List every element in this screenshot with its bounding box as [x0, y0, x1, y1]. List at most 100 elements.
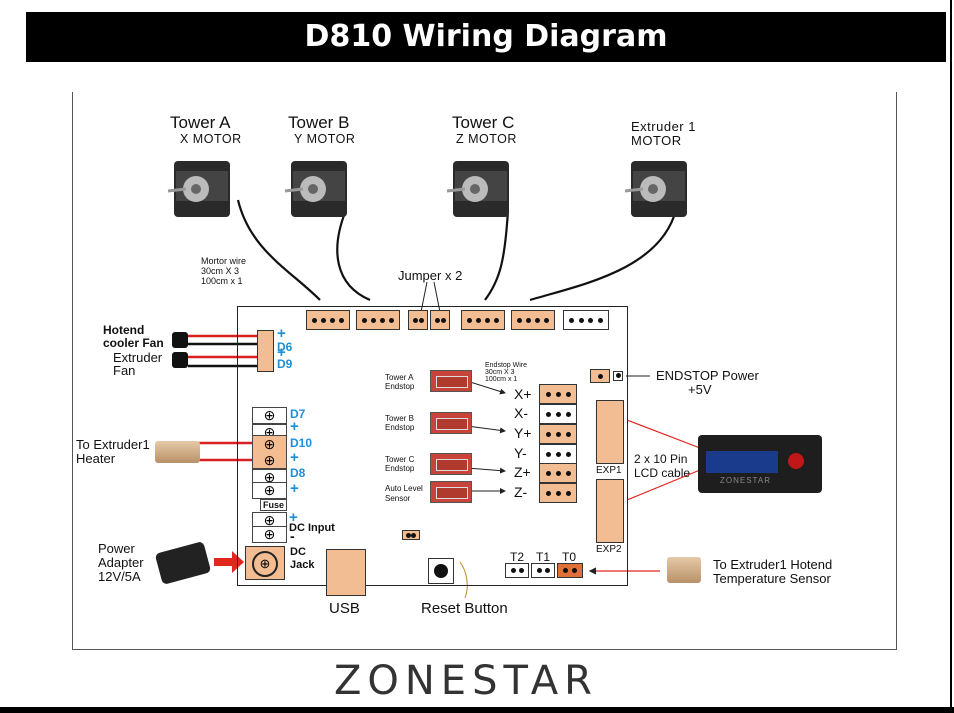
exp2-label: EXP2	[596, 544, 622, 555]
endstop-b-l1: Tower B	[385, 414, 414, 423]
lcd-screen	[706, 451, 778, 473]
fan-connector	[257, 330, 274, 372]
jumper-2	[430, 310, 450, 330]
screw-terminal: ⊕	[252, 407, 287, 424]
endstop-power-jumper	[590, 369, 610, 383]
motor-c-wire	[484, 209, 510, 301]
dc-input-label: DC Input	[289, 522, 335, 534]
exp1-connector	[596, 400, 624, 464]
lcd-brand: ZONESTAR	[720, 476, 771, 485]
motor-b-connector	[356, 310, 400, 330]
autolevel-sensor	[430, 481, 472, 503]
lcd-knob-icon	[788, 453, 804, 469]
motor-wire-l2: 30cm X 3	[201, 266, 240, 276]
controller-board	[237, 306, 628, 586]
lcd-cable-l2: LCD cable	[634, 466, 691, 480]
endstop-b-l2: Endstop	[385, 423, 415, 432]
motor-a-name: Tower A	[170, 113, 231, 132]
t2-connector	[505, 563, 529, 578]
autolevel-l2: Sensor	[385, 494, 411, 503]
hotend-fan-l1: Hotend	[103, 323, 145, 337]
t0-label: T0	[562, 550, 577, 564]
endstop-header-xplus	[539, 384, 577, 404]
endstop-c-l2: Endstop	[385, 464, 415, 473]
endstop-power-pin	[613, 371, 623, 381]
jumper-1	[408, 310, 428, 330]
brand-logo: ZONESTAR	[334, 658, 598, 704]
usb-connector	[326, 549, 366, 596]
plus-sign: +	[277, 344, 286, 361]
plus-sign: +	[289, 509, 298, 526]
endstop-c-l1: Tower C	[385, 455, 415, 464]
thermistor-icon	[667, 557, 701, 583]
lcd-cable-l1: 2 x 10 Pin	[634, 452, 688, 466]
pin-zplus: Z+	[514, 464, 531, 480]
motor-wire-l3: 100cm x 1	[201, 276, 243, 286]
motor-b-wire	[336, 209, 371, 302]
motor-e-sub: MOTOR	[631, 133, 682, 148]
plus-sign: +	[290, 418, 299, 435]
motor-b-sub: Y MOTOR	[294, 132, 356, 146]
diagram-frame	[72, 92, 897, 650]
d9-label: D9	[277, 357, 293, 371]
stepper-motor-e-icon	[624, 161, 687, 217]
motor-a-wire	[236, 199, 321, 301]
heater-l2: Heater	[76, 451, 116, 466]
plus-sign: +	[290, 449, 299, 466]
endstop-header-zminus	[539, 483, 577, 503]
endstop-header-xminus	[539, 404, 577, 424]
bottom-border	[0, 707, 954, 713]
endstop-a-l2: Endstop	[385, 382, 415, 391]
endstop-header-yplus	[539, 424, 577, 444]
pin-xplus: X+	[514, 386, 532, 402]
exp1-label: EXP1	[596, 465, 622, 476]
spare-connector	[563, 310, 609, 330]
endstop-power-l2: +5V	[688, 382, 712, 397]
fan-icon	[172, 352, 188, 368]
stepper-motor-a-icon	[167, 161, 230, 217]
extruder-fan-l1: Extruder	[113, 350, 163, 365]
temp-sensor-l2: Temperature Sensor	[713, 571, 831, 586]
motor-e-wire	[529, 209, 678, 302]
temp-sensor-l1: To Extruder1 Hotend	[713, 557, 833, 572]
endstop-wire-l1: Endstop Wire	[485, 362, 528, 369]
motor-b-name: Tower B	[288, 113, 350, 132]
minus-sign: -	[290, 528, 295, 544]
pin-zminus: Z-	[514, 484, 528, 500]
endstop-header-zplus	[539, 463, 577, 483]
endstop-wire-l2: 30cm X 3	[485, 369, 515, 376]
endstop-switch-c	[430, 453, 472, 475]
jumper-label: Jumper x 2	[398, 268, 463, 283]
screw-terminal-d10: ⊕⊕	[252, 435, 287, 469]
t1-connector	[531, 563, 555, 578]
lcd-display: ZONESTAR	[698, 435, 822, 493]
endstop-header-yminus	[539, 444, 577, 464]
reset-label: Reset Button	[421, 600, 508, 617]
page-title: D810 Wiring Diagram	[26, 12, 946, 62]
fuse-label: Fuse	[260, 499, 288, 511]
motor-c-connector	[461, 310, 505, 330]
dc-jack-l2: Jack	[290, 559, 315, 571]
d10-label: D10	[290, 436, 313, 450]
d6-label: D6	[277, 340, 293, 354]
motor-c-sub: Z MOTOR	[456, 132, 517, 146]
screw-terminal: ⊕	[252, 526, 287, 543]
screw-terminal: ⊕	[252, 482, 287, 499]
power-arrow	[214, 551, 244, 573]
plus-sign: +	[277, 325, 286, 342]
d8-label: D8	[290, 466, 306, 480]
pin-yminus: Y-	[514, 445, 527, 461]
dc-jack: ⊕	[245, 546, 285, 580]
reset-button	[428, 558, 454, 584]
t0-connector	[557, 563, 583, 578]
endstop-wire-l3: 100cm x 1	[485, 376, 518, 383]
heater-l1: To Extruder1	[76, 437, 150, 452]
pin-xminus: X-	[514, 405, 528, 421]
t1-label: T1	[536, 550, 551, 564]
power-l3: 12V/5A	[98, 569, 141, 584]
endstop-switch-a	[430, 370, 472, 392]
heater-cartridge-icon	[155, 441, 200, 463]
power-l1: Power	[98, 541, 135, 556]
motor-c-name: Tower C	[452, 113, 515, 132]
